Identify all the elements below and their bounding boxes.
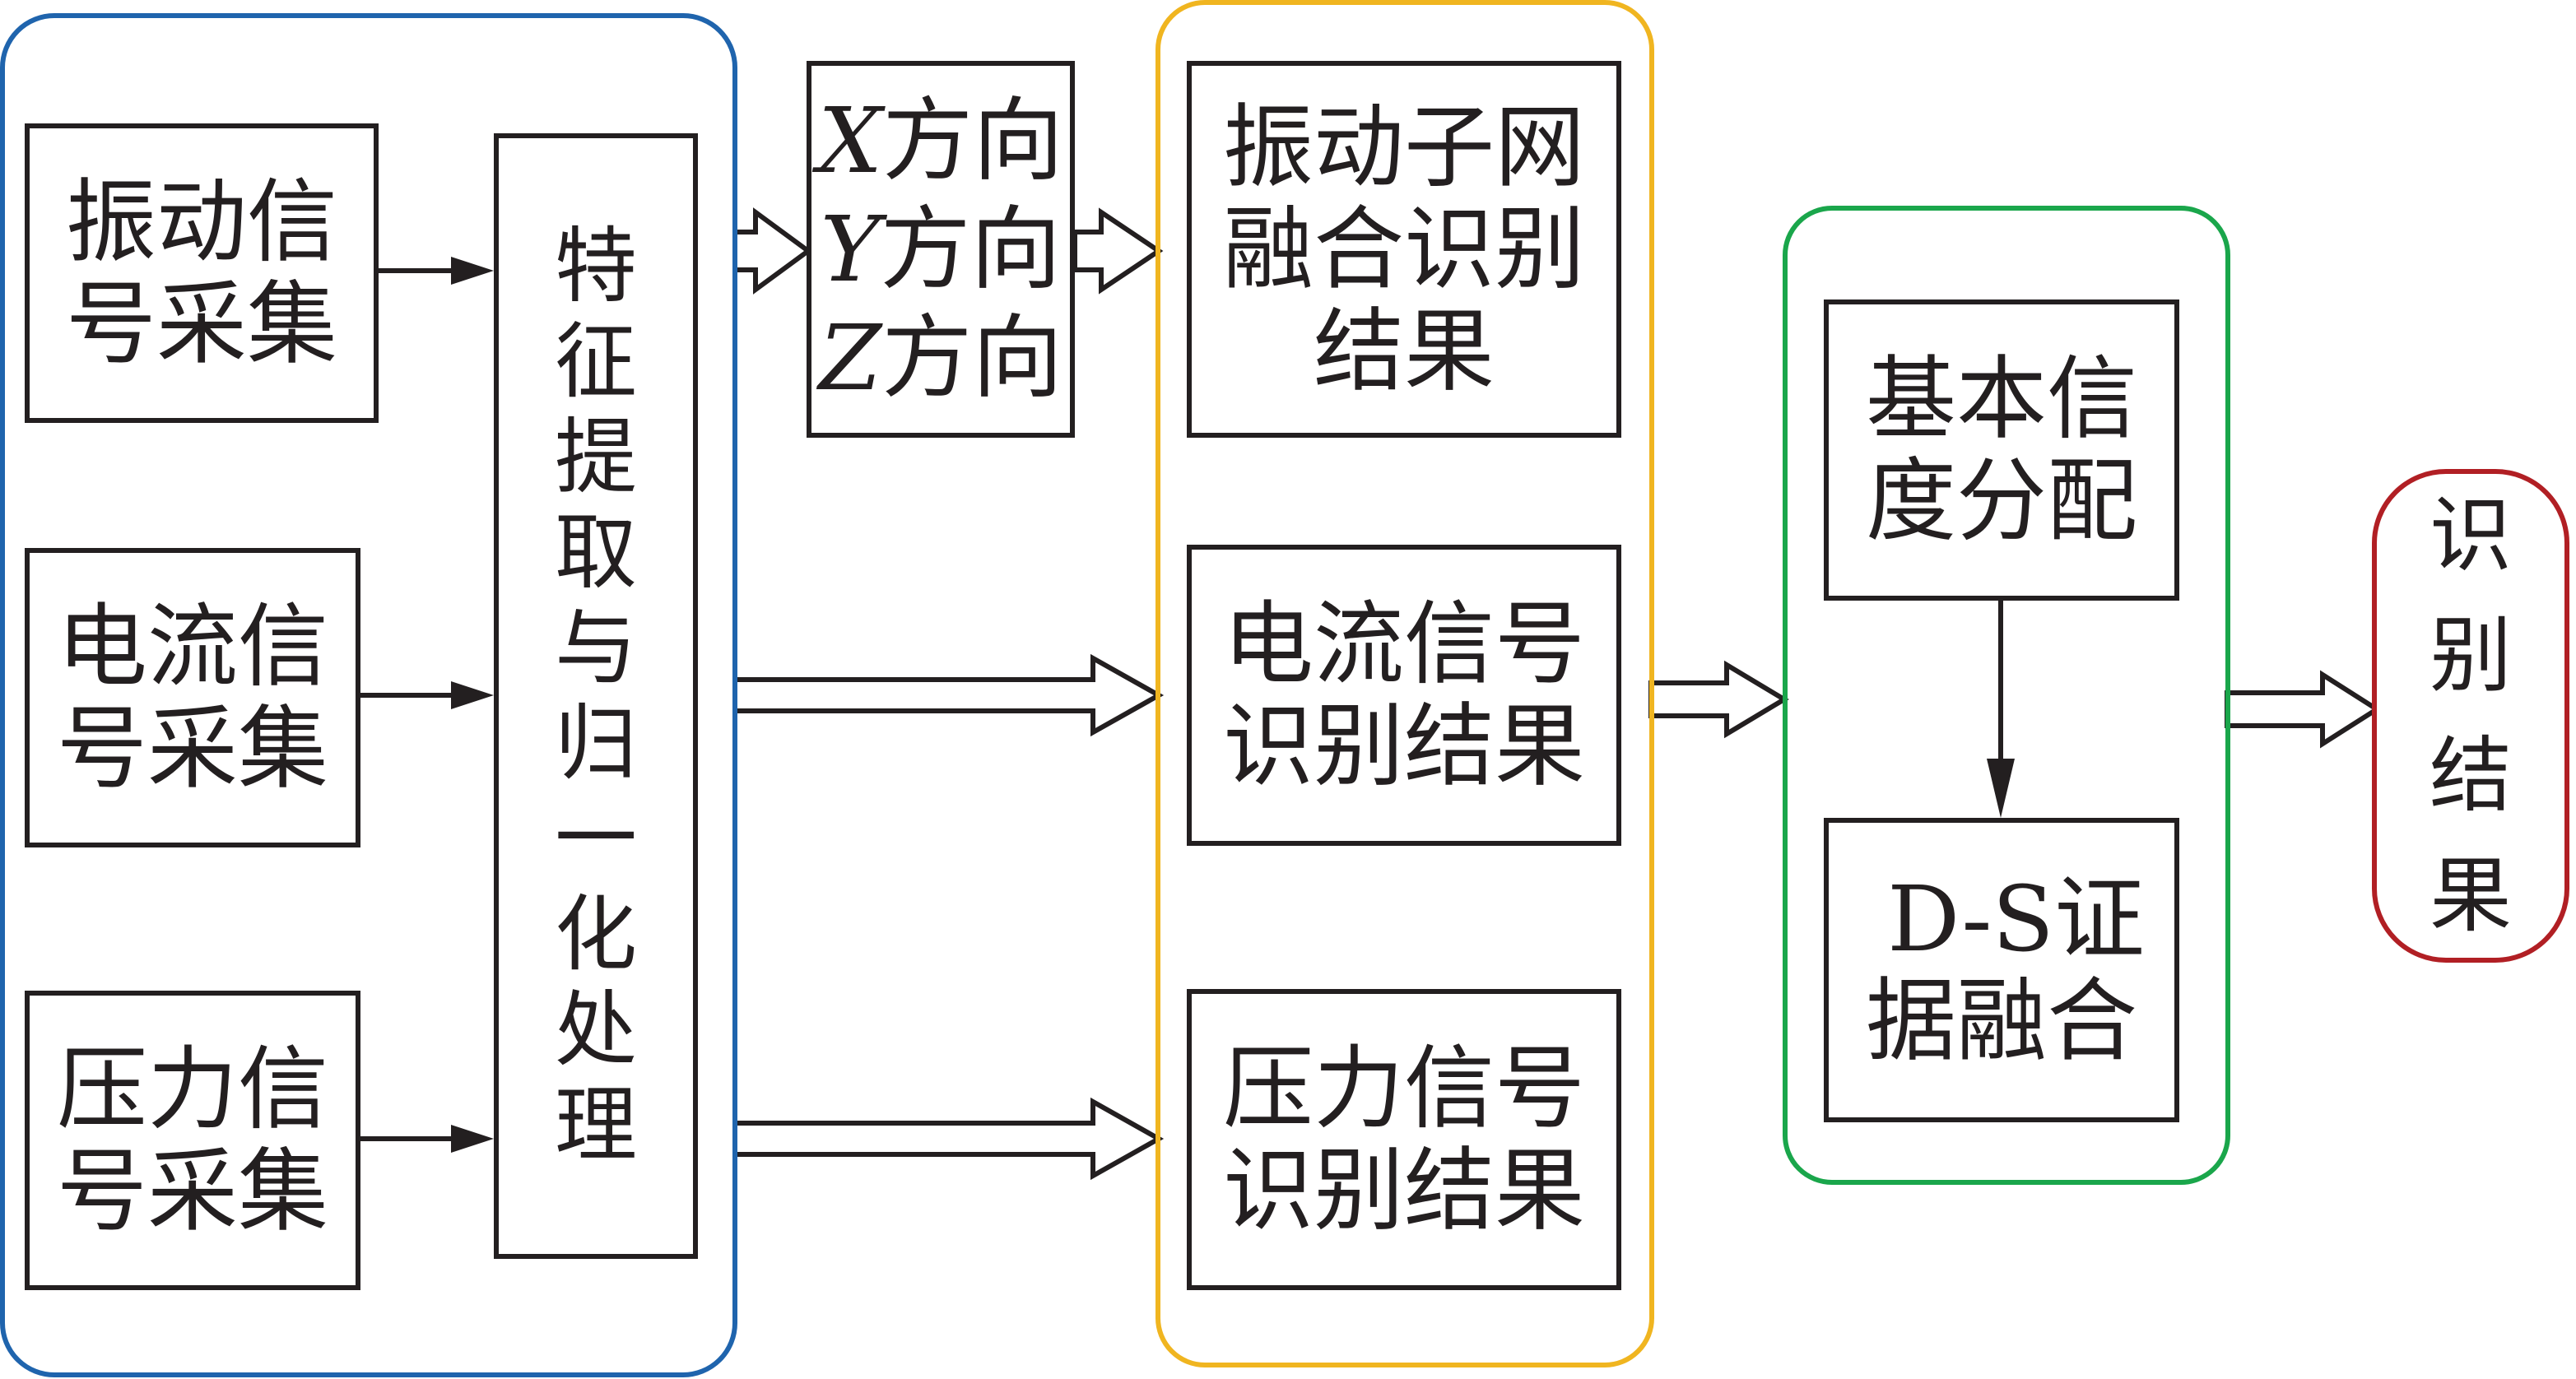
current-acquisition-box: 电流信 号采集 — [25, 548, 360, 847]
vibration-acquisition-box: 振动信 号采集 — [25, 123, 379, 423]
direction-list: X方向 Y方向 Z方向 — [818, 86, 1063, 412]
directions-to-vibration-result-hollow-arrow — [1072, 207, 1164, 295]
axis-x: X — [817, 88, 883, 193]
basic-probability-assignment-box: 基本信 度分配 — [1824, 299, 2179, 601]
vibration-recognition-label: 振动子网 融合识别 结果 — [1223, 95, 1585, 404]
current-acquisition-label: 电流信 号采集 — [57, 594, 328, 801]
pressure-recognition-label: 压力信号 识别结果 — [1223, 1036, 1585, 1243]
direction-box: X方向 Y方向 Z方向 — [807, 61, 1075, 438]
pressure-to-feature-arrowhead — [451, 1125, 494, 1153]
vibration-to-feature-arrowhead — [451, 257, 494, 285]
evidence-fusion-group — [1783, 206, 2230, 1185]
current-recognition-label: 电流信号 识别结果 — [1223, 592, 1585, 799]
identification-result-label: 识 别 结 果 — [2430, 487, 2512, 944]
feature-to-current-result-hollow-arrow — [732, 653, 1165, 737]
direction-z: Z方向 — [819, 304, 1062, 412]
feature-to-pressure-result-hollow-arrow — [732, 1097, 1165, 1181]
ds-evidence-fusion-label: D-S证 据融合 — [1865, 866, 2145, 1074]
axis-z: Z — [818, 305, 882, 411]
basic-probability-assignment-label: 基本信 度分配 — [1866, 346, 2137, 554]
direction-z-label: 方向 — [881, 305, 1063, 411]
current-to-feature-arrowhead — [451, 681, 494, 709]
pressure-acquisition-label: 压力信 号采集 — [57, 1037, 328, 1244]
direction-x-label: 方向 — [882, 88, 1064, 193]
current-to-feature-line — [359, 693, 453, 698]
bpa-to-ds-arrowhead — [1987, 759, 2015, 818]
pressure-acquisition-box: 压力信 号采集 — [25, 991, 360, 1290]
identification-result-box: 识 别 结 果 — [2372, 469, 2569, 963]
recognition-results-group — [1155, 0, 1654, 1367]
direction-y: Y方向 — [821, 195, 1062, 304]
feature-extraction-label: 特 征 提 取 与 归 一 化 处 理 — [555, 218, 637, 1173]
vibration-acquisition-label: 振动信 号采集 — [66, 169, 337, 377]
pressure-to-feature-line — [359, 1136, 453, 1141]
axis-y: Y — [820, 197, 881, 302]
direction-x: X方向 — [818, 86, 1063, 195]
feature-extraction-box: 特 征 提 取 与 归 一 化 处 理 — [494, 133, 698, 1259]
current-recognition-box: 电流信号 识别结果 — [1187, 545, 1621, 846]
vibration-recognition-box: 振动子网 融合识别 结果 — [1187, 61, 1621, 438]
signal-acquisition-group — [0, 13, 737, 1377]
recognition-to-fusion-hollow-arrow — [1648, 660, 1789, 739]
fusion-to-result-hollow-arrow — [2225, 670, 2382, 749]
ds-evidence-fusion-box: D-S证 据融合 — [1824, 818, 2179, 1122]
direction-y-label: 方向 — [880, 197, 1062, 302]
feature-to-directions-hollow-arrow — [732, 207, 813, 295]
vibration-to-feature-line — [375, 268, 453, 273]
pressure-recognition-box: 压力信号 识别结果 — [1187, 989, 1621, 1290]
bpa-to-ds-line — [1998, 601, 2003, 760]
